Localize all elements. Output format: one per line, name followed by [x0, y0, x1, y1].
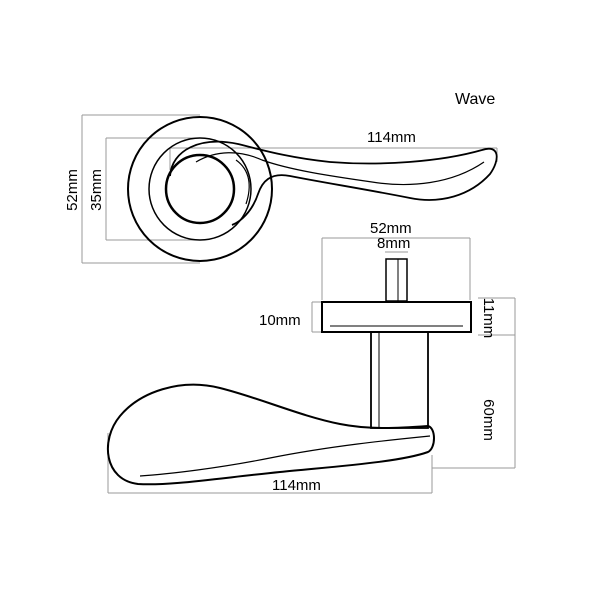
- side-lever-outline: [106, 383, 435, 486]
- spindle-width-label: 8mm: [377, 235, 410, 252]
- side-view-dimension-lines: [107, 237, 516, 494]
- side-lever-length-label: 114mm: [272, 477, 321, 494]
- top-lever-neck-line: [235, 159, 250, 205]
- rose-plate: [321, 301, 472, 333]
- rose-outer-circle: [127, 116, 273, 262]
- product-title: Wave: [455, 91, 495, 108]
- top-lever-inner-line: [195, 152, 485, 186]
- top-view: Wave 114mm 52mm 35mm: [64, 91, 498, 264]
- side-rose-width-label: 52mm: [370, 220, 412, 237]
- side-lever-inner-line: [139, 435, 431, 477]
- top-lever-outline: [169, 140, 498, 226]
- side-view: 52mm 8mm 10mm 11mm 60mm 114mm: [106, 220, 516, 494]
- rose-outer-diameter-label: 52mm: [64, 169, 81, 211]
- rose-thickness-right-label: 11mm: [480, 298, 497, 339]
- rose-inner-diameter-label: 35mm: [88, 169, 105, 211]
- top-view-dimension-lines: [81, 114, 498, 264]
- lever-neck: [370, 331, 429, 429]
- rose-inner-circle: [164, 153, 236, 225]
- spindle: [385, 258, 408, 302]
- rose-thickness-left-label: 10mm: [259, 312, 301, 329]
- rose-ring-circle: [148, 137, 252, 241]
- lever-height-label: 60mm: [480, 399, 497, 441]
- top-lever-length-label: 114mm: [367, 129, 416, 146]
